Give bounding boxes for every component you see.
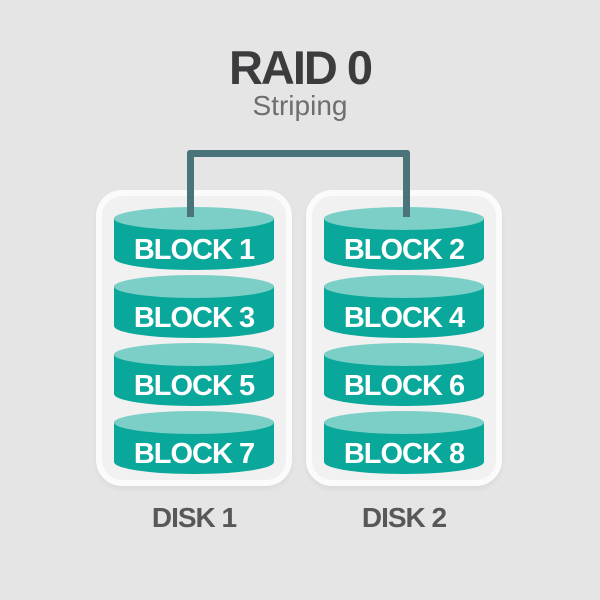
block-label: BLOCK 5: [133, 370, 255, 402]
cylinder-top-ellipse: [114, 207, 274, 230]
block-label: BLOCK 4: [343, 302, 465, 334]
disk-1-enclosure: BLOCK 1 BLOCK 3 BLOCK 5 BLOCK 7: [96, 190, 292, 486]
block-label: BLOCK 2: [343, 234, 465, 266]
block-cylinder: BLOCK 8: [324, 411, 484, 474]
block-cylinder: BLOCK 5: [114, 343, 274, 406]
block-label: BLOCK 7: [133, 438, 255, 470]
disk-2-label: DISK 2: [361, 502, 447, 533]
disk-1-label: DISK 1: [151, 502, 237, 533]
cylinder-top-ellipse: [324, 411, 484, 434]
block-label: BLOCK 3: [133, 302, 255, 334]
block-label: BLOCK 8: [343, 438, 465, 470]
striping-connector-bracket: [187, 150, 410, 217]
cylinder-top-ellipse: [324, 207, 484, 230]
block-label: BLOCK 1: [133, 234, 255, 266]
block-cylinder: BLOCK 4: [324, 275, 484, 338]
block-cylinder: BLOCK 3: [114, 275, 274, 338]
block-cylinder: BLOCK 2: [324, 207, 484, 270]
block-cylinder: BLOCK 6: [324, 343, 484, 406]
block-label: BLOCK 6: [343, 370, 465, 402]
block-cylinder: BLOCK 7: [114, 411, 274, 474]
cylinder-top-ellipse: [114, 411, 274, 434]
page-title: RAID 0: [228, 41, 373, 94]
block-cylinder: BLOCK 1: [114, 207, 274, 270]
cylinder-top-ellipse: [114, 275, 274, 298]
disk-2-enclosure: BLOCK 2 BLOCK 4 BLOCK 6 BLOCK 8: [306, 190, 502, 486]
cylinder-top-ellipse: [324, 275, 484, 298]
cylinder-top-ellipse: [324, 343, 484, 366]
cylinder-top-ellipse: [114, 343, 274, 366]
page-subtitle: Striping: [252, 90, 348, 121]
